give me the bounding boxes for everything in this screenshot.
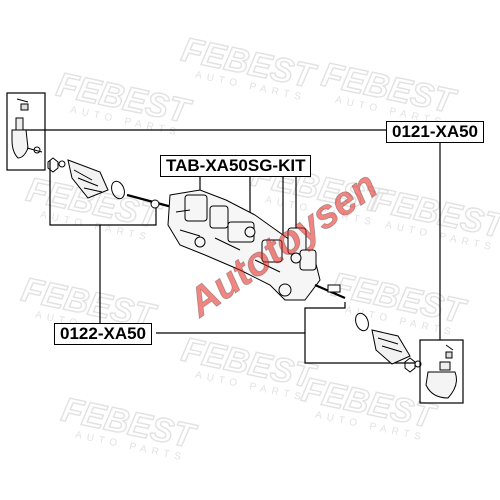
left-washer: [58, 160, 66, 168]
right-boot-assembly: [314, 283, 416, 373]
right-clamp-ring: [355, 312, 369, 332]
leader-0122-top-rod: [100, 205, 157, 226]
tie-rod-end-right: [414, 344, 457, 399]
label-tie-rod-end: 0121-XA50: [386, 121, 485, 143]
tie-rod-end-right-box: [419, 339, 464, 404]
left-nut: [47, 157, 59, 173]
steering-rack: [167, 189, 321, 301]
left-boot-assembly: [47, 157, 173, 209]
label-tab-kit: TAB-XA50SG-KIT: [160, 155, 312, 177]
right-nut: [404, 357, 416, 373]
tie-rod-end-left: [11, 98, 43, 159]
label-tie-rod: 0122-XA50: [54, 323, 153, 345]
left-bellows: [67, 159, 109, 199]
left-clamp-ring: [111, 180, 125, 200]
leader-0122-right: [156, 332, 415, 364]
leader-0122-right-rod: [304, 302, 346, 333]
right-bellows: [371, 329, 411, 365]
tie-rod-end-left-box: [6, 92, 46, 171]
left-inner-rod: [126, 193, 173, 209]
